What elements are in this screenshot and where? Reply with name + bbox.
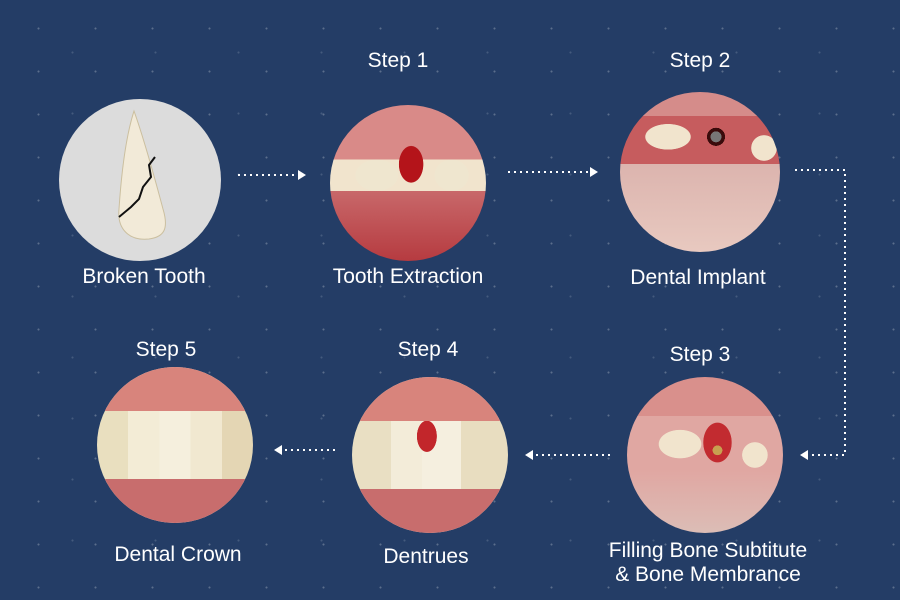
broken-tooth-image [59, 99, 221, 261]
dentures-photo [352, 377, 508, 533]
dental-crown-photo [97, 367, 253, 523]
step-5-title: Step 5 [135, 338, 197, 361]
step-2-title: Step 2 [669, 49, 731, 72]
label-filling-bone-line1: Filling Bone Subtitute [608, 539, 808, 562]
arrowhead-left-icon [525, 450, 533, 460]
label-broken-tooth: Broken Tooth [82, 265, 206, 288]
step-3-title: Step 3 [669, 343, 731, 366]
dental-implant-photo [620, 92, 780, 252]
arrowhead-left-icon [274, 445, 282, 455]
arrow-line-2-3 [795, 169, 846, 456]
tooth-extraction-photo [330, 105, 486, 261]
label-dentures: Dentrues [383, 545, 469, 568]
broken-tooth-icon [118, 109, 166, 240]
label-dental-implant: Dental Implant [630, 266, 766, 289]
label-filling-bone-line2: & Bone Membrance [615, 563, 801, 586]
arrowhead-left-icon [800, 450, 808, 460]
label-dental-crown: Dental Crown [114, 543, 242, 566]
step-1-title: Step 1 [367, 49, 429, 72]
step-4-title: Step 4 [397, 338, 459, 361]
label-tooth-extraction: Tooth Extraction [332, 265, 484, 288]
bone-substitute-photo [627, 377, 783, 533]
arrowhead-right-icon [590, 167, 598, 177]
arrowhead-right-icon [298, 170, 306, 180]
